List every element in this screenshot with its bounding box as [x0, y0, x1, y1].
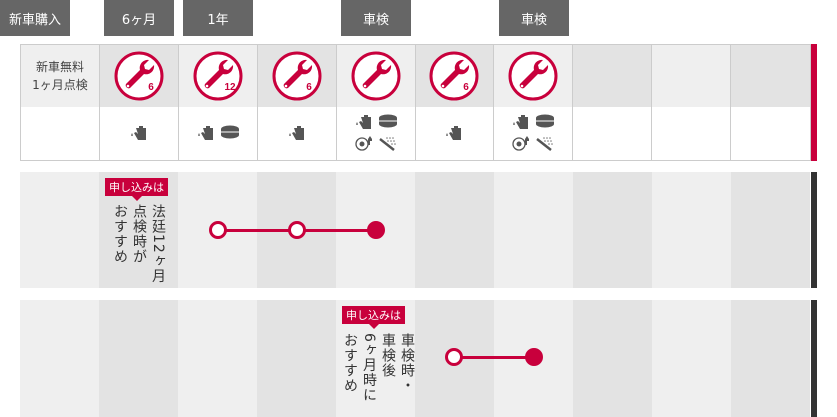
plan2-line: 車検時・	[399, 333, 415, 393]
timeline-cell	[573, 172, 652, 288]
milestone-inspection-1: 車検	[341, 0, 411, 36]
interval-column	[336, 45, 416, 160]
accent-bar	[811, 44, 817, 161]
plan1-line: おすすめ	[112, 204, 128, 264]
wrench-icon: 6	[114, 51, 164, 101]
timeline-point-end	[367, 221, 385, 239]
oil-change-icon	[287, 124, 307, 144]
timeline-cell	[99, 300, 178, 417]
timeline-point	[209, 221, 227, 239]
plan2-line: おすすめ	[342, 333, 358, 393]
oil-change-icon	[444, 124, 464, 144]
timeline-cell	[731, 172, 810, 288]
plan1-text: 法廷12ヶ月点検時がおすすめ	[110, 204, 167, 284]
timeline-cell	[415, 172, 494, 288]
wrench-number: 6	[464, 82, 470, 93]
plan-end-bar	[811, 300, 817, 417]
wrench-number: 6	[306, 82, 312, 93]
plan-inspection	[20, 300, 811, 417]
plan1-line: 点検時が	[131, 204, 147, 264]
oil-filter-icon	[535, 113, 555, 133]
milestone-new-car: 新車購入	[0, 0, 70, 36]
milestone-6-months: 6ヶ月	[104, 0, 174, 36]
plan2-timeline	[454, 356, 534, 359]
interval-column: 6	[415, 45, 495, 160]
wrench-icon: 6	[272, 51, 322, 101]
interval-column	[652, 45, 732, 160]
milestone-inspection-2: 車検	[499, 0, 569, 36]
wrench-icon: 6	[429, 51, 479, 101]
plan2-line: 6ヶ月時に	[361, 333, 377, 403]
timeline-cell	[20, 300, 99, 417]
brake-fluid-icon	[511, 135, 531, 155]
apply-badge: 申し込みは	[105, 178, 168, 201]
wrench-icon: 12	[193, 51, 243, 101]
wrench-number: 6	[148, 82, 154, 93]
oil-change-icon	[354, 113, 374, 133]
timeline-cell	[652, 300, 731, 417]
timeline-cell	[178, 300, 257, 417]
interval-column: 6	[99, 45, 179, 160]
interval-column	[731, 45, 811, 160]
plan-end-bar	[811, 172, 817, 288]
wrench-number: 12	[224, 82, 236, 93]
wiper-icon	[378, 135, 398, 155]
wrench-icon	[351, 51, 401, 101]
oil-change-icon	[196, 124, 216, 144]
plan2-line: 車検後	[380, 333, 396, 378]
plan-12-month	[20, 172, 811, 288]
brake-fluid-icon	[354, 135, 374, 155]
plan1-line: 法廷12ヶ月	[150, 204, 166, 284]
milestone-1-year: 1年	[183, 0, 253, 36]
timeline-point	[445, 348, 463, 366]
timeline-cell	[494, 172, 573, 288]
timeline-cell	[20, 172, 99, 288]
interval-column	[494, 45, 574, 160]
interval-column	[573, 45, 653, 160]
timeline-cell	[652, 172, 731, 288]
wiper-icon	[535, 135, 555, 155]
apply-badge: 申し込みは	[342, 306, 405, 329]
oil-change-icon	[511, 113, 531, 133]
interval-column: 6	[257, 45, 337, 160]
interval-column: 12	[178, 45, 258, 160]
oil-change-icon	[129, 124, 149, 144]
oil-filter-icon	[378, 113, 398, 133]
timeline-cell	[731, 300, 810, 417]
timeline-point-end	[525, 348, 543, 366]
oil-filter-icon	[220, 124, 240, 144]
timeline-point	[288, 221, 306, 239]
timeline-cell	[257, 300, 336, 417]
wrench-icon	[508, 51, 558, 101]
timeline-cell	[573, 300, 652, 417]
